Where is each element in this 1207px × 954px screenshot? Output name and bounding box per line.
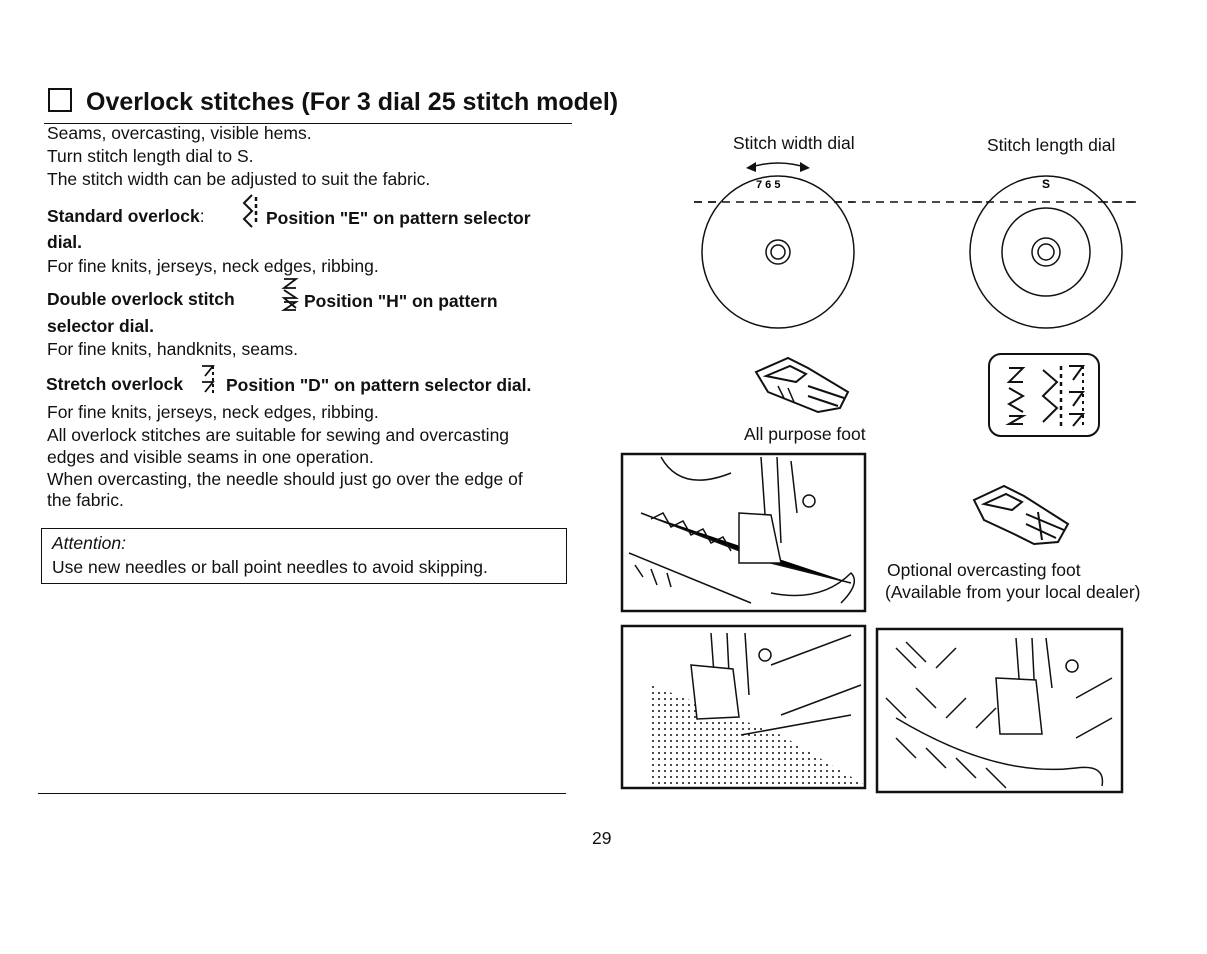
length-dial-icon	[969, 175, 1123, 329]
standard-overlock-colon: :	[199, 206, 205, 226]
page-number: 29	[592, 828, 612, 848]
attention-text: Use new needles or ball point needles to…	[52, 557, 488, 577]
stretch-desc-2: All overlock stitches are suitable for s…	[47, 425, 510, 445]
checkbox-icon	[48, 88, 72, 112]
width-dial-marks: 7 6 5	[756, 179, 780, 191]
stretch-overlock-position: Position "D" on pattern selector dial.	[226, 375, 532, 395]
length-dial-mark: S	[1042, 177, 1050, 191]
all-purpose-foot-label: All purpose foot	[744, 424, 866, 444]
width-dial-label: Stitch width dial	[733, 133, 855, 153]
sewing-overlock-illustration	[620, 452, 867, 613]
all-purpose-foot-icon	[754, 356, 850, 414]
standard-overlock-position: Position "E" on pattern selector	[266, 208, 531, 228]
double-overlock-position: Position "H" on pattern	[304, 291, 498, 311]
width-dial-icon	[701, 175, 855, 329]
double-overlock-stitch-icon	[281, 278, 299, 311]
dials-illustration: 7 6 5 S	[694, 162, 1136, 329]
bottom-rule	[38, 793, 566, 794]
standard-overlock-label: Standard overlock	[47, 206, 200, 226]
standard-overlock-stitch-icon	[242, 194, 258, 228]
optional-foot-label: Optional overcasting foot	[887, 560, 1081, 580]
double-overlock-position-cont: selector dial.	[47, 316, 154, 336]
sewing-knit-illustration	[875, 627, 1124, 794]
standard-overlock-desc: For fine knits, jerseys, neck edges, rib…	[47, 256, 379, 276]
double-overlock-desc: For fine knits, handknits, seams.	[47, 339, 298, 359]
sewing-edge-illustration	[620, 624, 867, 790]
stretch-overlock-stitch-icon	[202, 365, 215, 394]
optional-foot-note: (Available from your local dealer)	[885, 582, 1141, 602]
page-title-text: Overlock stitches (For 3 dial 25 stitch …	[86, 88, 619, 116]
stretch-desc-5: the fabric.	[47, 490, 124, 510]
stretch-overlock-label: Stretch overlock	[46, 374, 184, 394]
standard-overlock-position-cont: dial.	[47, 232, 83, 252]
intro-line-3: The stitch width can be adjusted to suit…	[47, 169, 431, 189]
stretch-desc-1: For fine knits, jerseys, neck edges, rib…	[47, 402, 379, 422]
optional-foot-icon	[972, 484, 1070, 546]
attention-heading: Attention:	[52, 533, 126, 553]
page-title: Overlock stitches (For 3 dial 25 stitch …	[48, 88, 618, 117]
stitch-pattern-panel-icon	[988, 353, 1100, 437]
title-underline	[44, 123, 572, 124]
standard-overlock-heading: Standard overlock:	[47, 205, 205, 227]
attention-box: Attention: Use new needles or ball point…	[41, 528, 567, 584]
stretch-desc-4: When overcasting, the needle should just…	[47, 469, 523, 489]
stretch-desc-3: edges and visible seams in one operation…	[47, 447, 374, 467]
length-dial-label: Stitch length dial	[987, 135, 1116, 155]
double-overlock-label: Double overlock stitch	[47, 289, 235, 309]
intro-line-1: Seams, overcasting, visible hems.	[47, 123, 312, 143]
intro-line-2: Turn stitch length dial to S.	[47, 146, 254, 166]
